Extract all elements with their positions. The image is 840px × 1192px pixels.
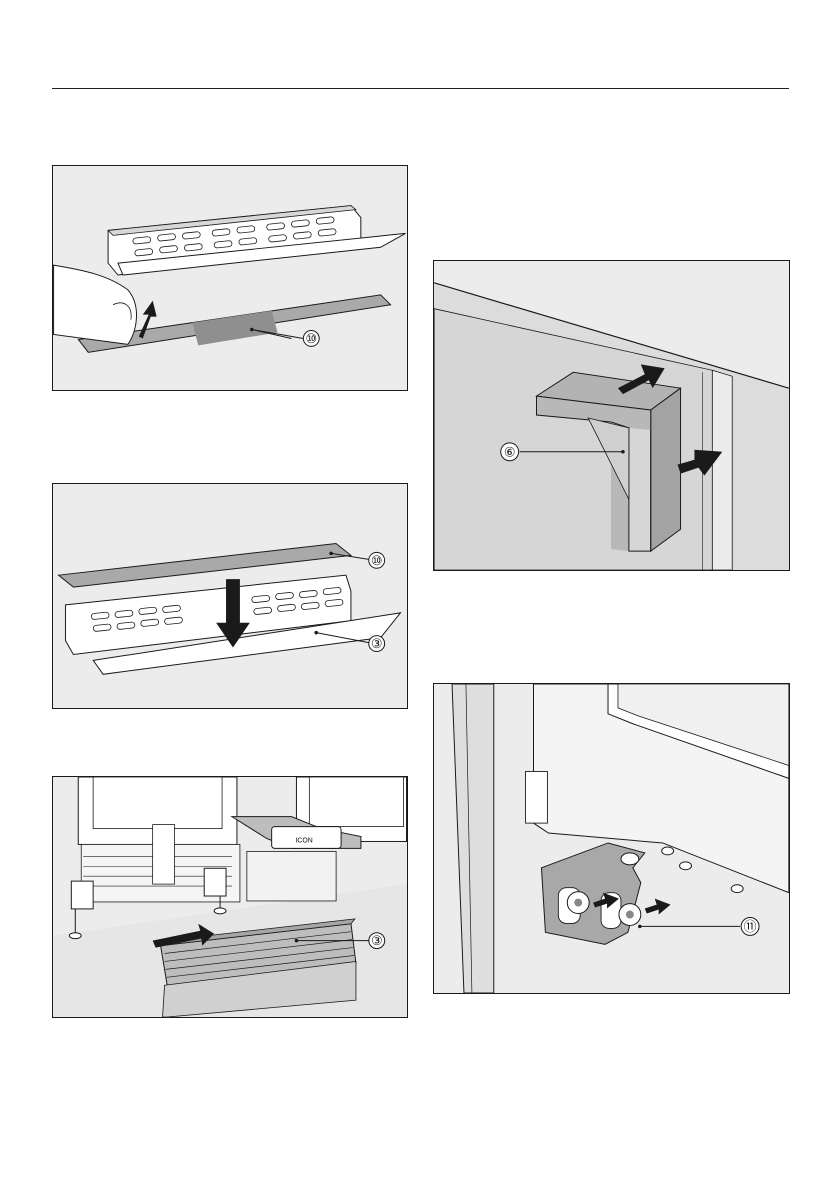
figure-filter-insert-drawing: ⑩ ③ [53, 484, 407, 708]
figure-hinge-bracket-drawing: ⑪ [434, 684, 789, 993]
callout-10: ⑩ [306, 331, 318, 346]
figure-filter-removal: ⑩ [52, 165, 408, 391]
callout-3: ③ [371, 933, 383, 948]
figure-hinge-bracket: ⑪ [433, 683, 790, 994]
header-rule [52, 88, 789, 89]
figure-grille-refit: ICON ③ [52, 776, 408, 1018]
callout-6: ⑥ [504, 444, 516, 459]
figure-filter-insert: ⑩ ③ [52, 483, 408, 709]
callout-11: ⑪ [744, 919, 757, 934]
callout-3: ③ [371, 636, 383, 651]
figure-corner-spacer: ⑥ [433, 260, 790, 571]
callout-10: ⑩ [371, 553, 383, 568]
figure-corner-spacer-drawing: ⑥ [434, 261, 789, 570]
part-marking: ICON [295, 837, 312, 844]
figure-filter-removal-drawing: ⑩ [53, 166, 407, 390]
figure-grille-refit-drawing: ICON ③ [53, 777, 407, 1017]
